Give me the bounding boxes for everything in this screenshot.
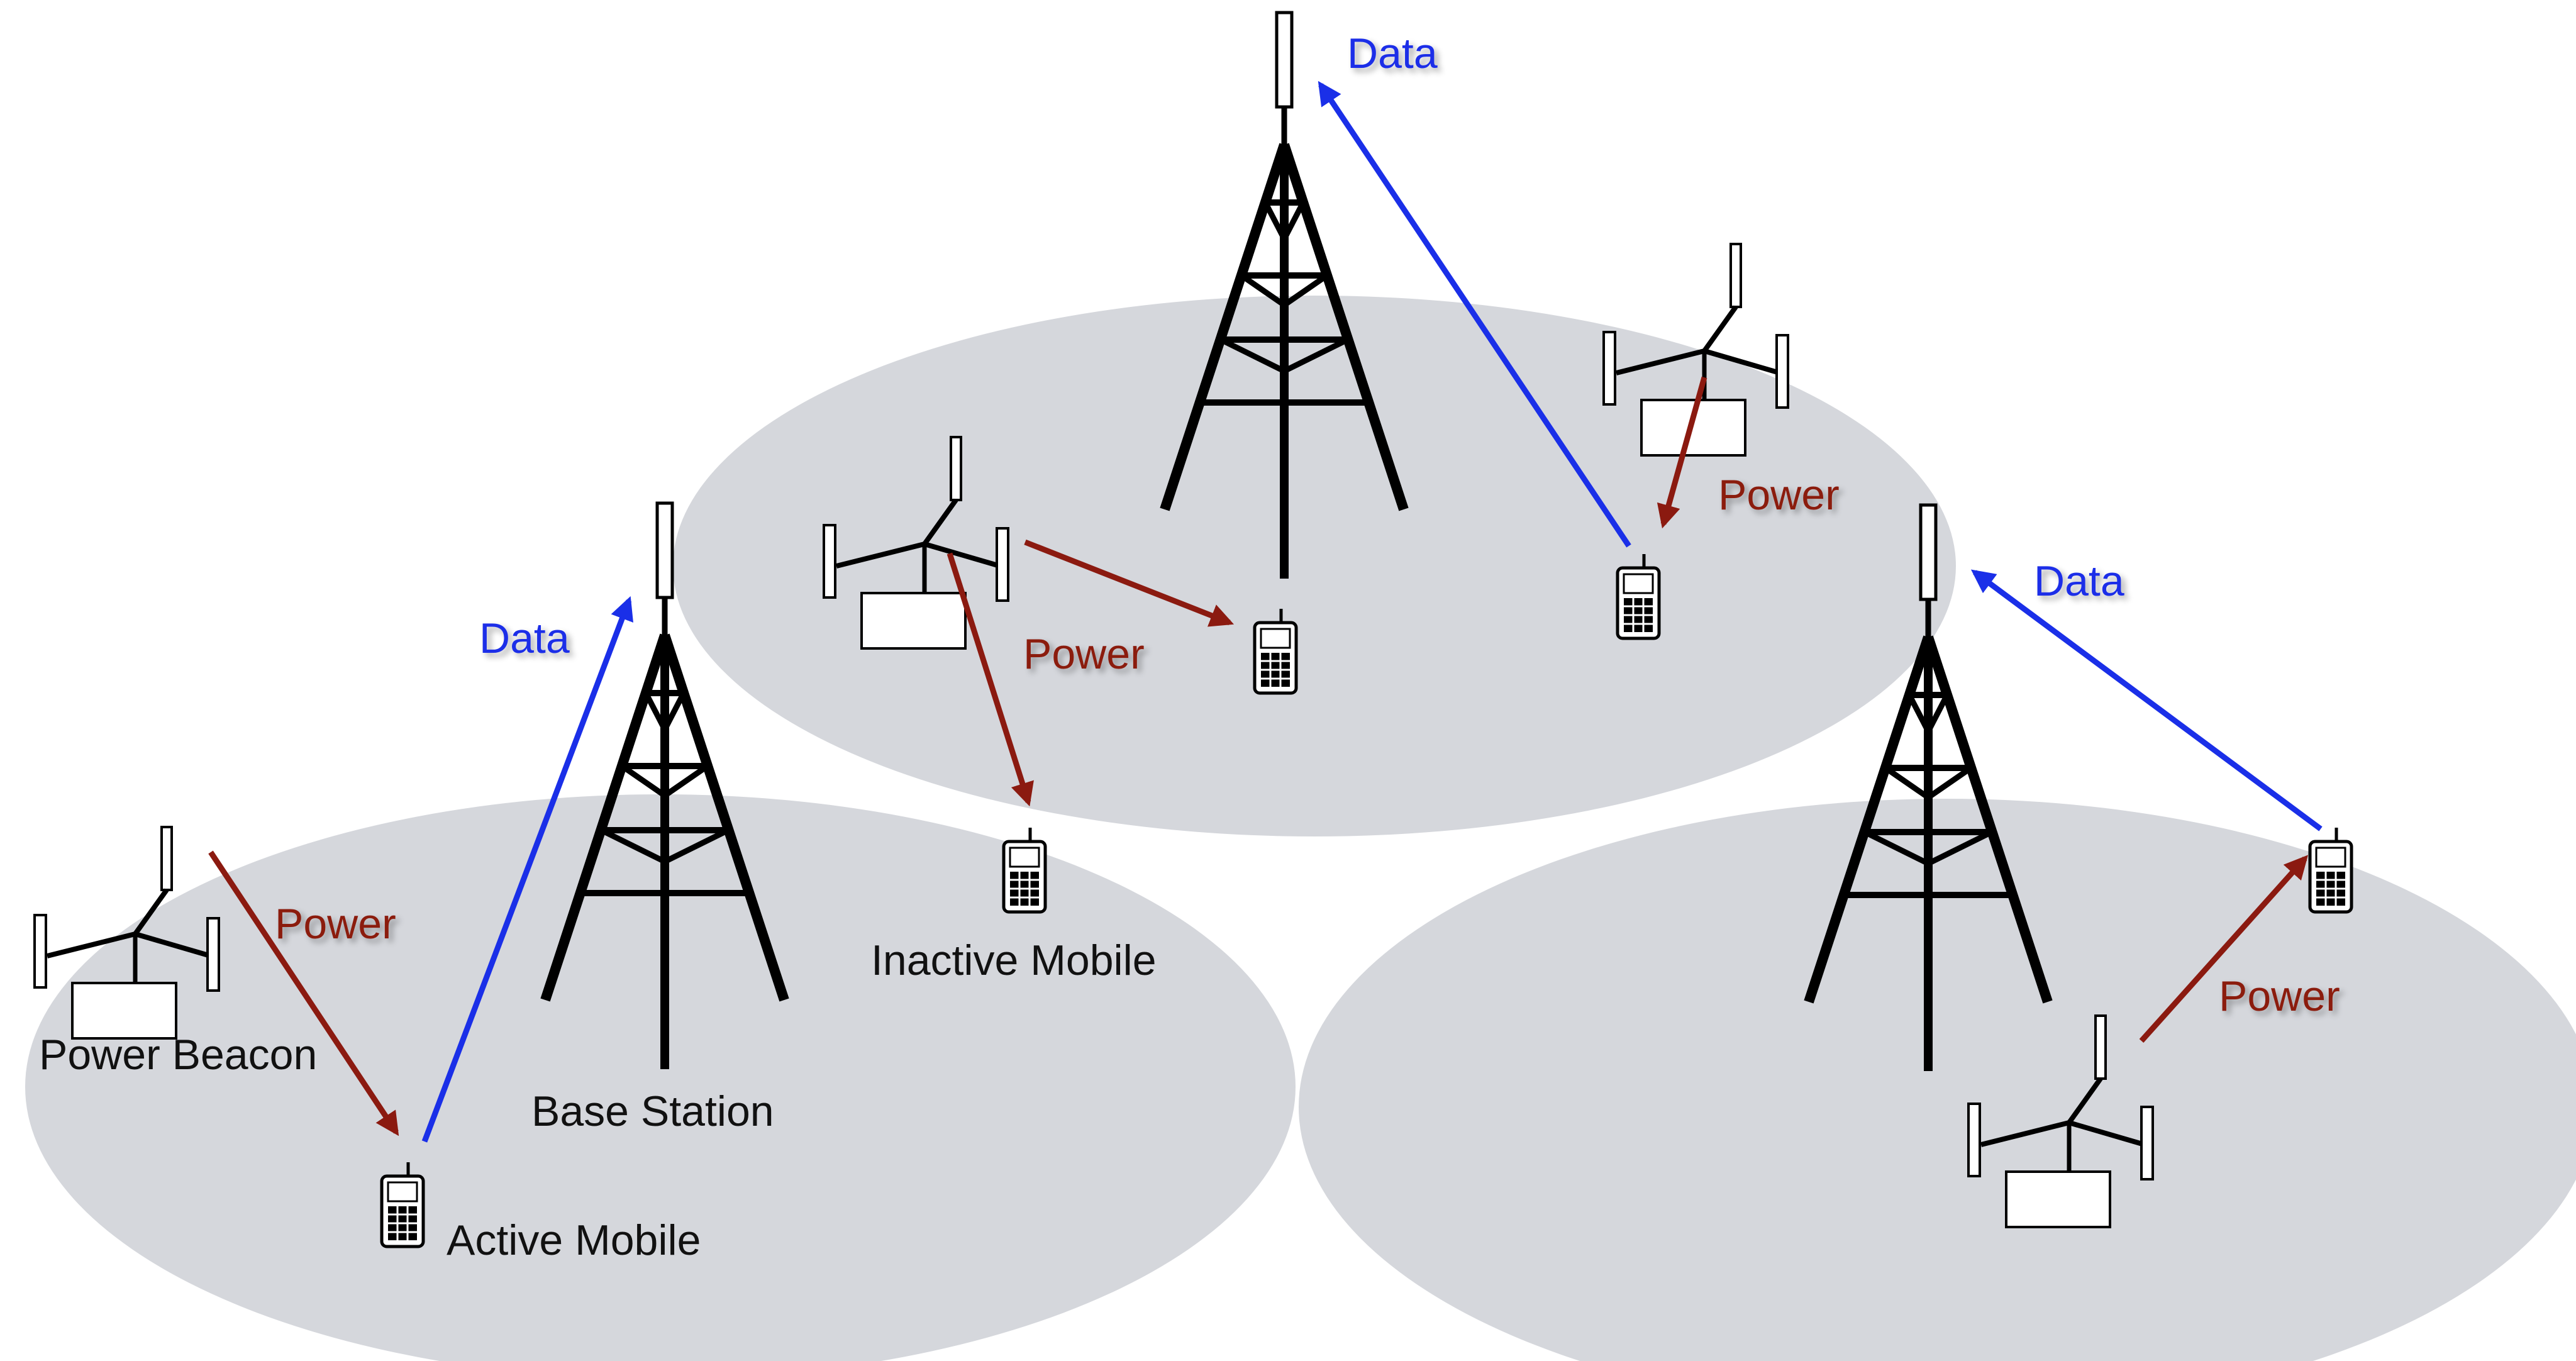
data-link-label: Data: [2034, 557, 2124, 605]
center-cell: [673, 296, 1956, 836]
power-link-arrow: [947, 552, 1034, 807]
mobile-phone-icon: [382, 1162, 423, 1247]
data-link-label: Data: [479, 614, 570, 662]
power-link-label: Power: [275, 900, 396, 948]
data-link-arrow: [1318, 81, 1631, 548]
right-cell: [1299, 799, 2576, 1361]
power-link-arrow: [1657, 376, 1707, 529]
mobile-phone-icon: [1618, 554, 1659, 638]
power-link-arrow: [1024, 539, 1235, 627]
mobile-phone-icon: [2310, 828, 2351, 912]
data-link-label: Data: [1347, 30, 1438, 77]
data-link-arrow: [1970, 569, 2323, 831]
power-link-label: Power: [2219, 972, 2340, 1020]
data-link-arrow: [421, 596, 633, 1143]
power-link-arrow: [2139, 855, 2309, 1043]
active-mobile-label: Active Mobile: [447, 1216, 701, 1264]
power-link-arrow: [208, 850, 399, 1136]
power-beacon-label: Power Beacon: [39, 1031, 317, 1079]
left-cell: [25, 794, 1296, 1361]
mobile-phone-icon: [1255, 609, 1296, 693]
inactive-mobile-label: Inactive Mobile: [871, 936, 1157, 984]
base-station-label: Base Station: [531, 1087, 774, 1135]
mobile-phone-icon: [1004, 828, 1045, 912]
power-link-label: Power: [1718, 471, 1840, 519]
power-link-label: Power: [1023, 630, 1145, 678]
